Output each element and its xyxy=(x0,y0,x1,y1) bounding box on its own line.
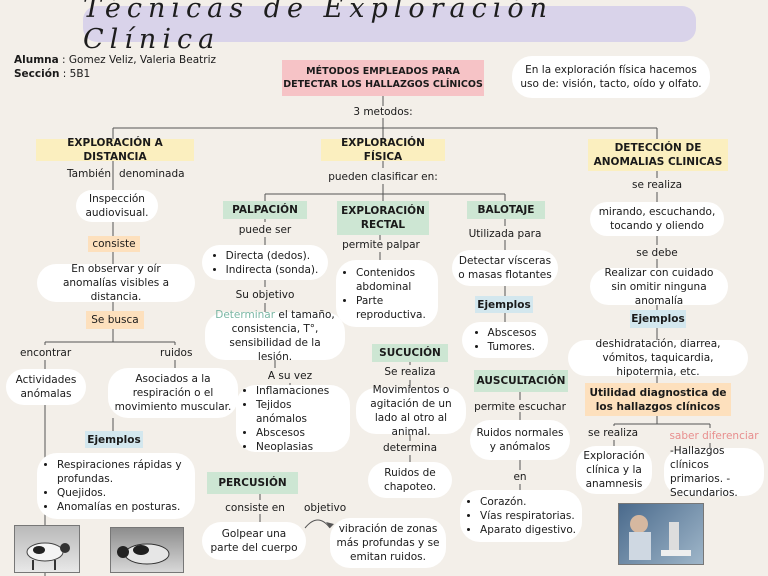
utilidad-realiza: se realiza xyxy=(587,427,639,439)
percusion-golpear: Golpear una parte del cuerpo xyxy=(202,522,306,560)
palpacion-puede: puede ser xyxy=(238,224,292,236)
sucucion-movimientos: Movimientos o agitación de un lado al ot… xyxy=(356,384,466,438)
distancia-consiste: consiste xyxy=(88,236,140,252)
methods-count: 3 metodos: xyxy=(353,106,413,118)
utilidad-hallazgos: -Hallazgos clínicos primarios. -Secundar… xyxy=(664,445,764,499)
balotaje-utilizada: Utilizada para xyxy=(468,228,542,240)
list-item: Indirecta (sonda). xyxy=(226,263,319,277)
percusion-objetivo: objetivo xyxy=(304,502,347,514)
palpacion-determinar: Determinar el tamaño, consistencia, T°, … xyxy=(205,309,345,363)
distancia-encontrar: encontrar xyxy=(20,347,72,359)
root-note: En la exploración física hacemos uso de:… xyxy=(512,56,710,98)
percusion-vibracion: vibración de zonas más profundas y se em… xyxy=(330,518,446,568)
utilidad-exploracion: Exploración clínica y la anamnesis xyxy=(576,446,652,494)
percusion-consiste: consiste en xyxy=(225,502,285,514)
balotaje-header: BALOTAJE xyxy=(467,201,545,219)
palpacion-items: Inflamaciones Tejidos anómalos Abscesos … xyxy=(236,384,350,454)
palpacion-vez: A su vez xyxy=(267,370,313,382)
palpacion-header: PALPACIÓN xyxy=(223,201,307,219)
list-item: Tejidos anómalos xyxy=(256,398,344,426)
list-item: Contenidos abdominal xyxy=(356,266,432,294)
utilidad-header: Utilidad diagnostica de los hallazgos cl… xyxy=(585,383,731,416)
distancia-definition: En observar y oír anomalías visibles a d… xyxy=(37,263,195,303)
page-title: Técnicas de Exploración Clínica xyxy=(83,0,696,55)
list-item: Vías respiratorias. xyxy=(480,509,576,523)
balotaje-items: Abscesos Tumores. xyxy=(462,322,548,358)
sucucion-realiza: Se realiza xyxy=(384,366,436,378)
auscultacion-header: AUSCULTACIÓN xyxy=(474,370,568,392)
list-item: Directa (dedos). xyxy=(226,249,319,263)
distancia-also: También xyxy=(67,168,112,180)
utilidad-saber: saber diferenciar xyxy=(669,430,759,442)
fisica-header: EXPLORACIÓN FÍSICA xyxy=(321,137,445,163)
sucucion-header: SUCUCIÓN xyxy=(372,344,448,362)
list-item: Quejidos. xyxy=(57,486,189,500)
student-name: Alumna : Gomez Veliz, Valeria Beatriz xyxy=(14,54,217,66)
sucucion-determina: determina xyxy=(382,442,438,454)
distancia-ejemplos: Ejemplos xyxy=(85,431,143,448)
balotaje-ejemplos: Ejemplos xyxy=(475,296,533,313)
fisica-classify: pueden clasificar en: xyxy=(328,171,438,183)
sucucion-ruidos: Ruidos de chapoteo. xyxy=(368,462,452,498)
rectal-items: Contenidos abdominal Parte reproductiva. xyxy=(336,260,438,327)
list-item: Corazón. xyxy=(480,495,576,509)
cow-icon xyxy=(117,543,170,565)
microscope-icon xyxy=(629,515,691,560)
rectal-permite: permite palpar xyxy=(342,239,420,251)
root-node: MÉTODOS EMPLEADOS PARA DETECTAR LOS HALL… xyxy=(282,60,484,96)
list-item: Inflamaciones xyxy=(256,384,344,398)
anomalias-cuidado: Realizar con cuidado sin omitir ninguna … xyxy=(590,267,728,307)
list-item: Aparato digestivo. xyxy=(480,523,576,537)
distancia-busca: Se busca xyxy=(86,311,144,329)
anomalias-realiza: se realiza xyxy=(631,179,683,191)
cow-icon xyxy=(26,542,70,570)
anomalias-debe: se debe xyxy=(636,247,678,259)
list-item: Tumores. xyxy=(488,340,537,354)
anomalias-mirando: mirando, escuchando, tocando y oliendo xyxy=(590,202,724,236)
auscultacion-ruidos: Ruidos normales y anómalos xyxy=(470,420,570,460)
distancia-called: denominada xyxy=(119,168,185,180)
auscultacion-permite: permite escuchar xyxy=(474,401,566,413)
palpacion-types: Directa (dedos). Indirecta (sonda). xyxy=(202,245,328,280)
cow-photo-2 xyxy=(110,527,184,573)
anomalias-header: DETECCIÓN DE ANOMALIAS CLINICAS xyxy=(588,139,728,171)
list-item: Anomalías en posturas. xyxy=(57,500,189,514)
distancia-name: Inspección audiovisual. xyxy=(76,190,158,222)
distancia-examples: Respiraciones rápidas y profundas. Queji… xyxy=(37,453,195,519)
anomalias-examples: deshidratación, diarrea, vómitos, taquic… xyxy=(568,338,748,378)
cow-photo-1 xyxy=(14,525,80,573)
rectal-header: EXPLORACIÓN RECTAL xyxy=(337,201,429,235)
microscope-photo xyxy=(618,503,704,565)
auscultacion-en: en xyxy=(513,471,527,483)
distancia-actividades: Actividades anómalas xyxy=(6,369,86,405)
distancia-ruidos: ruidos xyxy=(160,347,193,359)
list-item: Respiraciones rápidas y profundas. xyxy=(57,458,189,486)
list-item: Neoplasias xyxy=(256,440,344,454)
list-item: Parte reproductiva. xyxy=(356,294,432,322)
palpacion-objetivo: Su objetivo xyxy=(235,289,295,301)
percusion-header: PERCUSIÓN xyxy=(207,472,298,494)
distancia-asociados: Asociados a la respiración o el movimien… xyxy=(108,368,238,418)
anomalias-ejemplos: Ejemplos xyxy=(630,310,686,328)
auscultacion-items: Corazón. Vías respiratorias. Aparato dig… xyxy=(460,490,582,542)
balotaje-detectar: Detectar vísceras o masas flotantes xyxy=(452,250,558,286)
distancia-header: EXPLORACIÓN A DISTANCIA xyxy=(36,137,194,163)
list-item: Abscesos xyxy=(256,426,344,440)
student-section: Sección : 5B1 xyxy=(14,68,91,80)
list-item: Abscesos xyxy=(488,326,537,340)
